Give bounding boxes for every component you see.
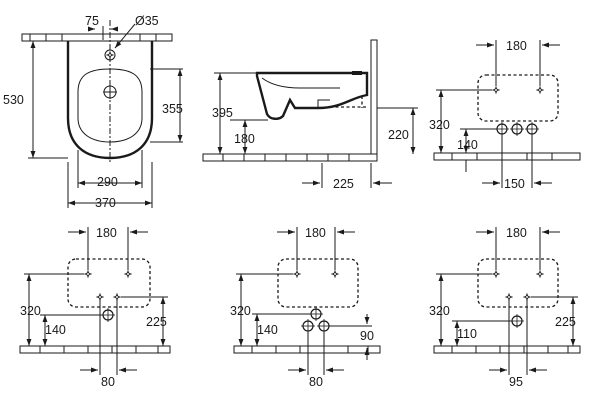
fixing-point-icon	[504, 292, 514, 302]
side-view: 395 180 220 225	[202, 39, 418, 191]
panel-4: 180 320 110 225 95	[429, 226, 581, 389]
dim-320-label: 320	[20, 304, 41, 318]
bidet-rim	[261, 77, 340, 89]
dim-110-label: 110	[457, 327, 477, 341]
dim-290-label: 290	[97, 175, 118, 189]
fixing-point-icon	[522, 292, 532, 302]
dim-180-label: 180	[506, 39, 527, 53]
floor-band	[233, 345, 381, 354]
fixing-point-icon	[83, 269, 93, 279]
dim-225-label: 225	[146, 315, 167, 329]
dim-320-label: 320	[429, 304, 450, 318]
fixing-point-icon	[95, 292, 105, 302]
connection-point-icon	[524, 121, 540, 137]
fixing-point-icon	[123, 269, 133, 279]
dim-180-label: 180	[305, 226, 326, 240]
floor-band	[433, 345, 581, 354]
fixing-point-icon	[535, 85, 545, 95]
panel-2: 180 320 140 225 80	[19, 226, 171, 389]
dim-80-label: 80	[101, 375, 115, 389]
floor-band	[433, 152, 581, 161]
fixing-point-icon	[330, 269, 340, 279]
dim-355-label: 355	[162, 102, 183, 116]
fixing-point-icon	[112, 292, 122, 302]
dim-150-label: 150	[504, 177, 525, 191]
panel-3: 180 320 140 90 80	[230, 226, 381, 389]
floor-band	[19, 345, 171, 354]
tap-icon	[352, 71, 362, 75]
dim-180-label: 180	[506, 226, 527, 240]
connection-point-icon	[316, 318, 332, 334]
dim-80-label: 80	[309, 375, 323, 389]
fixing-point-icon	[292, 269, 302, 279]
dim-225-label: 225	[555, 315, 576, 329]
dim-diameter-label: Ø35	[135, 14, 159, 28]
side-wall	[370, 39, 378, 159]
dim-220-label: 220	[388, 128, 409, 142]
top-view: 75 Ø35 530 355 290 370	[3, 14, 183, 210]
dim-530-label: 530	[3, 93, 24, 107]
side-floor	[202, 153, 378, 162]
dim-140-label: 140	[457, 138, 478, 152]
connection-point-icon	[100, 307, 116, 323]
dim-95-label: 95	[509, 375, 523, 389]
wall-band	[21, 33, 173, 42]
fixing-point-icon	[491, 269, 501, 279]
connection-point-icon	[509, 313, 525, 329]
dim-320-label: 320	[429, 118, 450, 132]
dim-180-label: 180	[96, 226, 117, 240]
bidet-outline	[477, 74, 559, 122]
dim-320-label: 320	[230, 304, 251, 318]
bidet-outline	[67, 258, 151, 308]
dim-90-label: 90	[360, 329, 374, 343]
wall-hatch	[29, 34, 157, 41]
dim-140-label: 140	[45, 323, 66, 337]
dim-180-label: 180	[234, 132, 255, 146]
dim-75-label: 75	[85, 14, 99, 28]
dim-370-label: 370	[95, 196, 116, 210]
bidet-outline	[477, 258, 559, 308]
connection-point-icon	[494, 121, 510, 137]
dim-395-label: 395	[212, 106, 233, 120]
connection-point-icon	[300, 318, 316, 334]
panel-1: 180 320 140 150	[429, 39, 581, 191]
bidet-outline	[277, 258, 359, 308]
fixing-point-icon	[535, 269, 545, 279]
dim-140-label: 140	[257, 323, 278, 337]
bowl-inner	[77, 68, 143, 143]
bidet-body	[255, 71, 369, 120]
connection-point-icon	[509, 121, 525, 137]
fixing-point-icon	[491, 85, 501, 95]
dim-225-label: 225	[333, 177, 354, 191]
connection-point-icon	[308, 306, 324, 322]
